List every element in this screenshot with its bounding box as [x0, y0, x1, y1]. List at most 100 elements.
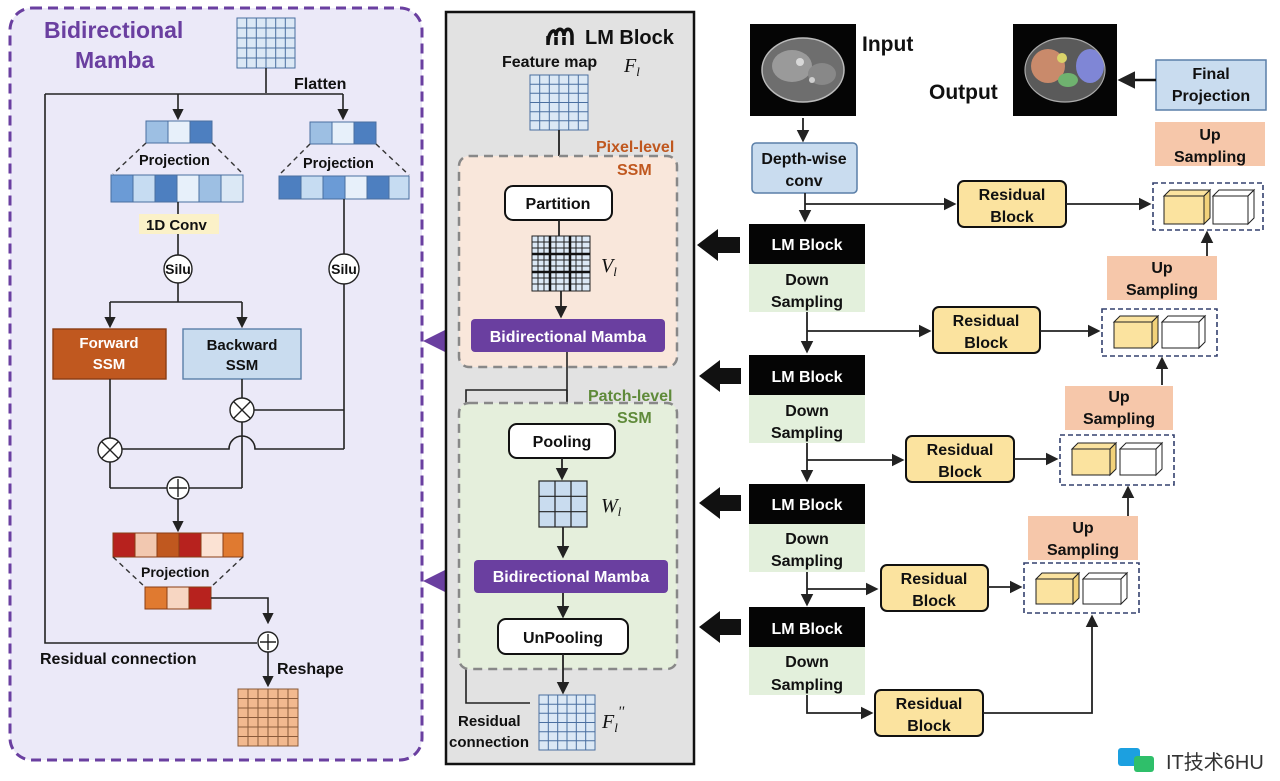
- patch-level-ssm-region: [457, 401, 679, 671]
- lm-block-title: LM Block: [585, 27, 675, 49]
- residual-1-line2: Block: [990, 209, 1034, 226]
- concat-block-4: [1023, 562, 1140, 614]
- down-4-line1: Down: [785, 654, 829, 671]
- watermark: IT技术6HU: [1118, 748, 1264, 774]
- final-projection-box: Final Projection: [1155, 59, 1267, 111]
- pooled-grid: [538, 480, 588, 528]
- lm-block-3: LM Block: [749, 484, 865, 524]
- residual-connection-label: Residual connection: [40, 651, 196, 668]
- output-grid: [237, 688, 299, 747]
- residual-2-line1: Residual: [953, 313, 1020, 330]
- down-sampling-4: Down Sampling: [749, 647, 865, 695]
- backward-ssm-line2: SSM: [226, 357, 259, 374]
- backward-ssm-line1: Backward: [207, 337, 278, 354]
- partition-grid: [531, 235, 591, 292]
- reshape-label: Reshape: [277, 661, 344, 678]
- watermark-text: IT技术6HU: [1166, 751, 1264, 774]
- residual-block-1: Residual Block: [957, 180, 1067, 228]
- up-2-line1: Up: [1108, 389, 1130, 406]
- feature-map-label: Feature map: [502, 54, 597, 71]
- up-2-line2: Sampling: [1083, 411, 1155, 428]
- residual-4-line2: Block: [912, 593, 956, 610]
- pixel-level-line1: Pixel-level: [596, 139, 674, 156]
- arrow-left-2-icon: [699, 360, 741, 392]
- residual-mid-line2: connection: [449, 734, 529, 751]
- residual-block-4: Residual Block: [880, 564, 989, 612]
- f-l-symbol: Fl: [623, 55, 640, 79]
- output-label: Output: [929, 81, 998, 104]
- down-4-line2: Sampling: [771, 677, 843, 694]
- residual-3-line2: Block: [938, 464, 982, 481]
- residual-block-2: Residual Block: [932, 306, 1041, 354]
- silu-left: Silu: [165, 261, 191, 277]
- input-grid: [236, 17, 296, 69]
- partition-box: Partition: [504, 185, 613, 221]
- up-sampling-top: Up Sampling: [1155, 122, 1265, 166]
- unet-panel: Input Output Final Projection Up Samplin…: [697, 24, 1267, 737]
- output-segmentation-image: [1013, 24, 1117, 116]
- up-3-line2: Sampling: [1047, 542, 1119, 559]
- v-l-symbol: Vl: [601, 255, 617, 279]
- lm-block-4: LM Block: [749, 607, 865, 647]
- final-projection-line2: Projection: [1172, 88, 1250, 105]
- feature-map-grid: [529, 74, 589, 131]
- lm-block-2: LM Block: [749, 355, 865, 395]
- up-sampling-top-line1: Up: [1199, 127, 1221, 144]
- down-1-line2: Sampling: [771, 294, 843, 311]
- residual-mid-line1: Residual: [458, 713, 521, 730]
- residual-4-line1: Residual: [901, 571, 968, 588]
- projection-left: Projection: [110, 120, 244, 203]
- unpooling-box: UnPooling: [497, 618, 629, 655]
- projection-right-label: Projection: [303, 156, 374, 172]
- depthwise-line1: Depth-wise: [761, 151, 846, 168]
- down-2-line1: Down: [785, 403, 829, 420]
- input-ct-image: [750, 24, 856, 116]
- forward-ssm-line1: Forward: [79, 335, 138, 352]
- partition-label: Partition: [526, 196, 591, 213]
- patch-level-line1: Patch-level: [588, 388, 672, 405]
- input-label: Input: [862, 33, 913, 56]
- bidirectional-mamba-block-2: Bidirectional Mamba: [474, 560, 668, 593]
- panel-title-line1: Bidirectional: [44, 17, 183, 43]
- pooling-box: Pooling: [508, 423, 616, 459]
- residual-5-line2: Block: [907, 718, 951, 735]
- down-3-line2: Sampling: [771, 553, 843, 570]
- down-sampling-1: Down Sampling: [749, 264, 865, 312]
- concat-block-3: [1059, 434, 1175, 486]
- backward-ssm: Backward SSM: [182, 328, 302, 380]
- patch-level-line2: SSM: [617, 410, 652, 427]
- down-2-line2: Sampling: [771, 425, 843, 442]
- flatten-label: Flatten: [294, 76, 346, 93]
- lm-block-4-label: LM Block: [771, 621, 842, 638]
- depthwise-line2: conv: [785, 173, 822, 190]
- silu-right: Silu: [331, 261, 357, 277]
- down-sampling-3: Down Sampling: [749, 524, 865, 572]
- forward-ssm-line2: SSM: [93, 356, 126, 373]
- lm-block-2-label: LM Block: [771, 369, 842, 386]
- up-sampling-2: Up Sampling: [1065, 386, 1173, 430]
- up-3-line1: Up: [1072, 520, 1094, 537]
- bidirectional-mamba-1-label: Bidirectional Mamba: [490, 329, 647, 346]
- forward-ssm: Forward SSM: [52, 328, 167, 380]
- residual-1-line1: Residual: [979, 187, 1046, 204]
- f-out-symbol: Fl'': [601, 704, 625, 735]
- projection-left-label: Projection: [139, 153, 210, 169]
- up-1-line1: Up: [1151, 260, 1173, 277]
- up-sampling-top-line2: Sampling: [1174, 149, 1246, 166]
- pixel-level-line2: SSM: [617, 162, 652, 179]
- residual-5-line1: Residual: [896, 696, 963, 713]
- pooling-label: Pooling: [533, 434, 592, 451]
- bidirectional-mamba-block-1: Bidirectional Mamba: [471, 319, 665, 352]
- w-l-symbol: Wl: [601, 495, 622, 519]
- down-3-line1: Down: [785, 531, 829, 548]
- projection-right: Projection: [278, 121, 410, 200]
- residual-3-line1: Residual: [927, 442, 994, 459]
- residual-block-3: Residual Block: [905, 435, 1015, 483]
- arrow-left-1-icon: [697, 229, 740, 261]
- output-feature-grid: [538, 694, 596, 751]
- residual-2-line2: Block: [964, 335, 1008, 352]
- concat-block-2: [1101, 308, 1218, 357]
- residual-block-5: Residual Block: [874, 689, 984, 737]
- arrow-left-3-icon: [699, 487, 741, 519]
